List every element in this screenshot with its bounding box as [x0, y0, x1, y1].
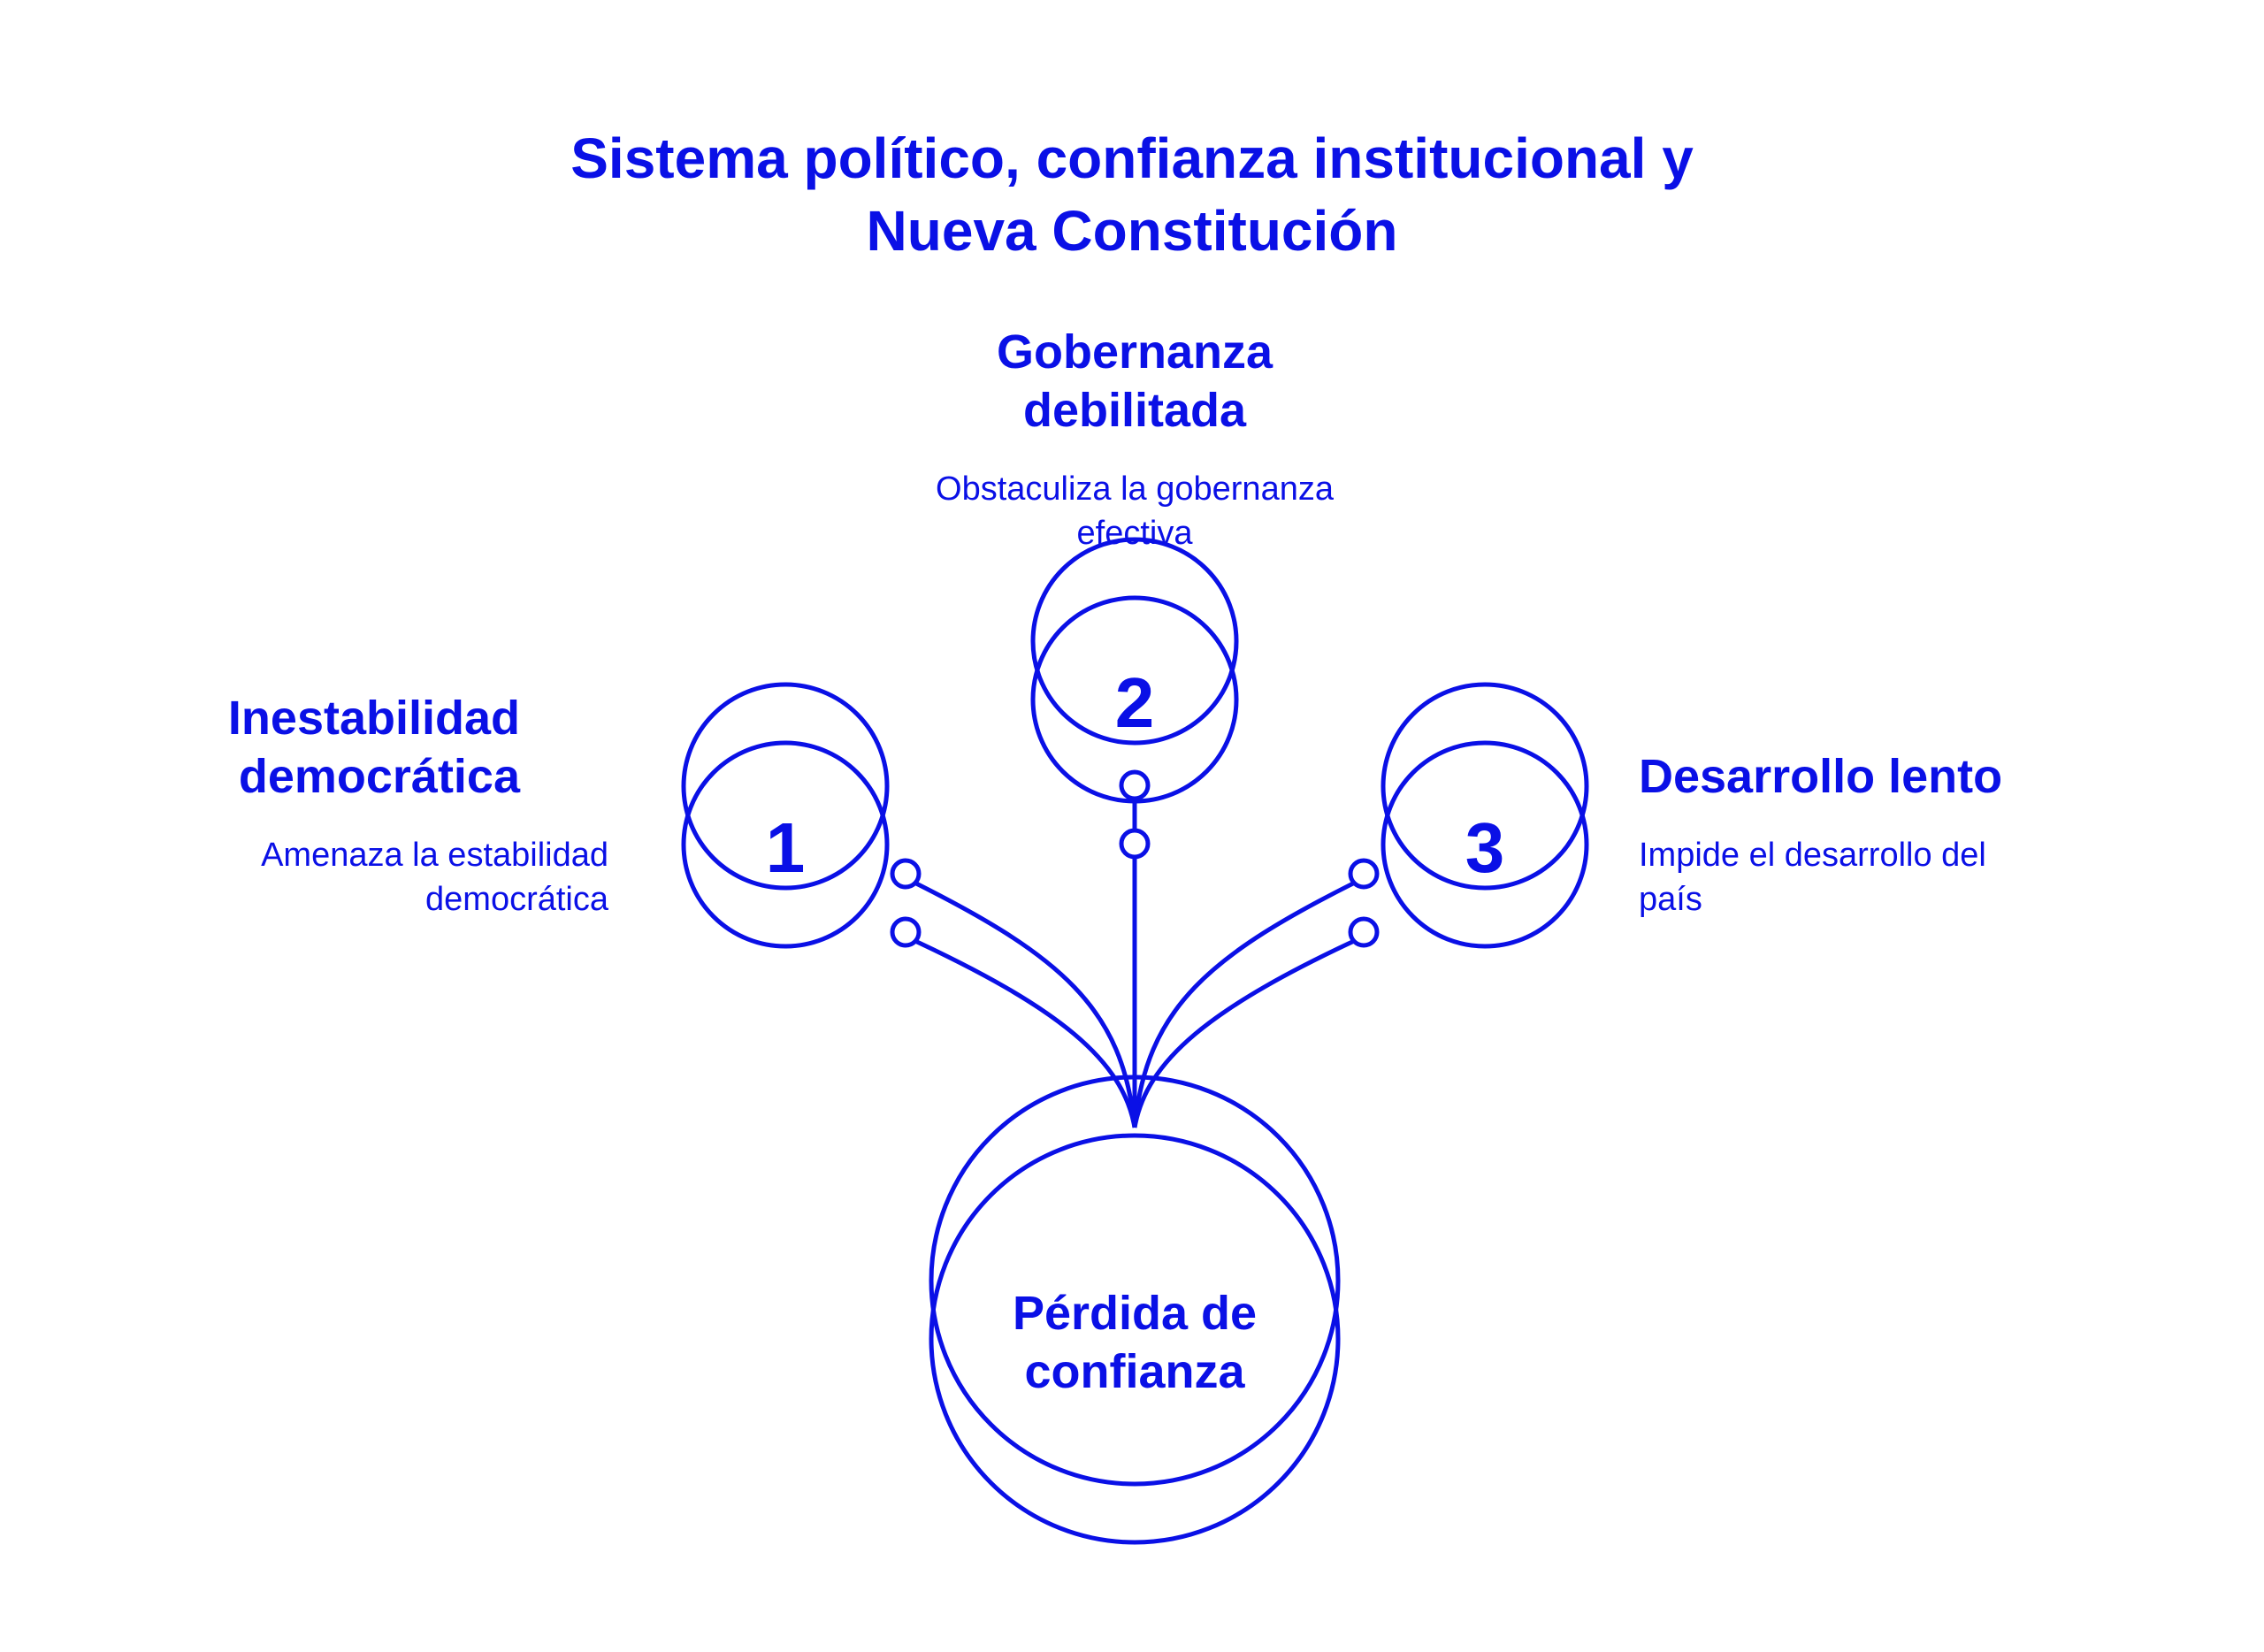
item-3-description: Impide el desarrollo del país — [1639, 833, 2169, 922]
center-circle-inner — [929, 1133, 1341, 1545]
item-1-description: Amenaza la estabilidad democrática — [88, 833, 608, 922]
item-2-heading: Gobernanza debilitada — [914, 323, 1356, 440]
item-1-description-line-1: Amenaza la estabilidad — [261, 837, 608, 874]
node-1-circle-bottom — [681, 740, 890, 949]
dot-3a — [1348, 858, 1380, 890]
item-3-number: 3 — [1465, 808, 1505, 887]
center-label: Pérdida de confianza — [949, 1284, 1320, 1401]
connector-1a — [904, 876, 1137, 1128]
center-label-line-2: confianza — [1024, 1345, 1245, 1398]
dot-1a — [890, 858, 922, 890]
item-3-heading-line-1: Desarrollo lento — [1639, 750, 2003, 803]
item-3-description-line-2: país — [1639, 881, 1702, 918]
item-2-description-line-1: Obstaculiza la gobernanza — [936, 470, 1334, 508]
connector-3a — [1132, 876, 1365, 1128]
node-2-circle-bottom — [1030, 595, 1239, 804]
node-2 — [1030, 537, 1239, 804]
dot-3b — [1348, 916, 1380, 948]
item-2-description: Obstaculiza la gobernanza efectiva — [869, 467, 1400, 555]
node-2-circle-top — [1030, 537, 1239, 746]
item-2-heading-line-2: debilitada — [1022, 384, 1247, 437]
item-1-heading-line-2: democrática — [238, 750, 520, 803]
item-1-number: 1 — [765, 808, 806, 887]
connector-3b — [1132, 934, 1365, 1128]
node-3-circle-top — [1381, 682, 1589, 891]
node-1 — [681, 682, 890, 949]
node-3-circle-bottom — [1381, 740, 1589, 949]
item-2-heading-line-1: Gobernanza — [996, 325, 1274, 379]
connector-1b — [904, 934, 1137, 1128]
center-node — [929, 1075, 1341, 1545]
node-3 — [1381, 682, 1589, 949]
item-3-heading: Desarrollo lento — [1639, 747, 2169, 806]
item-2-description-line-2: efectiva — [1076, 515, 1193, 552]
item-1-description-line-2: democrática — [425, 881, 608, 918]
title-line-2: Nueva Constitución — [866, 199, 1398, 263]
title-line-1: Sistema político, confianza instituciona… — [570, 126, 1694, 190]
item-1-heading: Inestabilidad democrática — [88, 689, 520, 806]
item-1-heading-line-1: Inestabilidad — [227, 692, 520, 745]
dot-2a — [1119, 769, 1151, 801]
center-circle-outer — [929, 1075, 1341, 1487]
connector-dots — [890, 769, 1380, 948]
dot-2b — [1119, 828, 1151, 860]
dot-1b — [890, 916, 922, 948]
node-1-circle-top — [681, 682, 890, 891]
item-3-description-line-1: Impide el desarrollo del — [1639, 837, 1986, 874]
connectors — [904, 785, 1365, 1128]
item-2-number: 2 — [1114, 663, 1155, 742]
center-label-line-1: Pérdida de — [1012, 1287, 1258, 1340]
